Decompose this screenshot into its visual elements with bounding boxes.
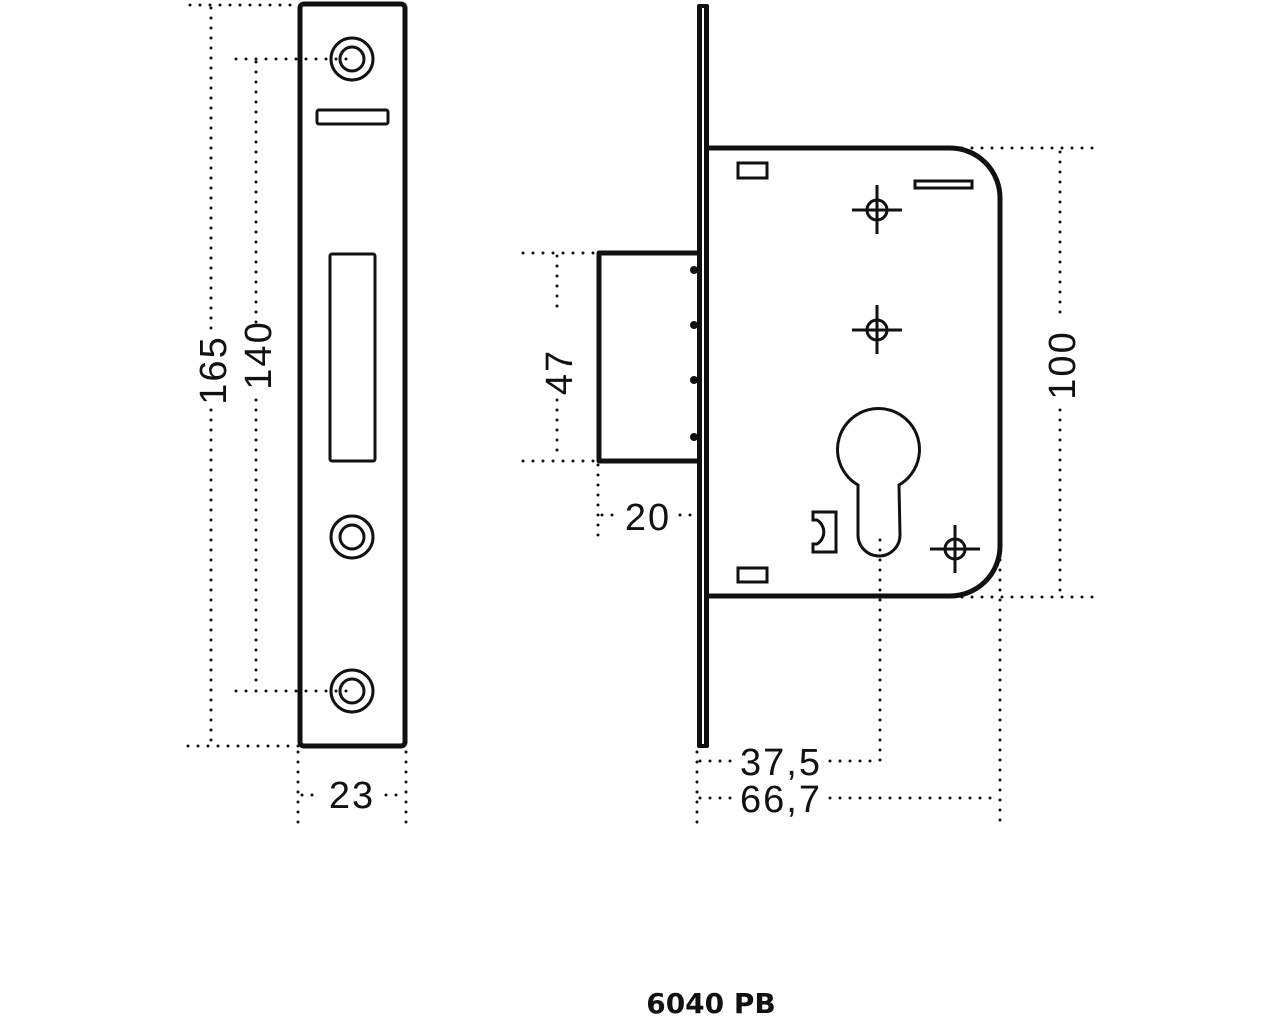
cam-notch bbox=[811, 510, 838, 554]
screw-hole-top bbox=[329, 36, 375, 82]
dim-label-20: 20 bbox=[625, 497, 671, 539]
cylinder-keyhole bbox=[836, 407, 921, 558]
crosshair-hole-3 bbox=[930, 525, 980, 573]
faceplate-outline bbox=[297, 1, 408, 749]
screw-hole-middle bbox=[329, 514, 375, 560]
case-slot-long bbox=[913, 179, 974, 190]
lock-case bbox=[706, 145, 1003, 599]
crosshair-hole-1 bbox=[852, 185, 902, 234]
dim-label-37-5: 37,5 bbox=[740, 742, 822, 784]
bolt-opening bbox=[328, 252, 377, 463]
deadbolt bbox=[596, 250, 700, 464]
case-slot-top bbox=[736, 161, 769, 180]
crosshair-hole-2 bbox=[852, 305, 902, 354]
lock-side-view bbox=[596, 4, 1003, 748]
dim-label-140: 140 bbox=[238, 320, 280, 389]
product-code-title: 6040 PB bbox=[646, 987, 776, 1020]
faceplate-front-view bbox=[297, 1, 408, 749]
bolt-notches bbox=[690, 266, 698, 441]
dim-label-66-7: 66,7 bbox=[740, 779, 822, 821]
latch-slot bbox=[315, 108, 390, 126]
dim-label-47: 47 bbox=[539, 349, 581, 395]
side-dimension-lines bbox=[521, 146, 1097, 830]
dim-label-23: 23 bbox=[329, 775, 375, 817]
front-dimension-lines bbox=[186, 3, 408, 828]
screw-hole-bottom bbox=[329, 668, 375, 714]
dim-label-165: 165 bbox=[193, 335, 235, 404]
case-slot-bottom bbox=[736, 566, 769, 584]
dim-label-100: 100 bbox=[1042, 330, 1084, 399]
